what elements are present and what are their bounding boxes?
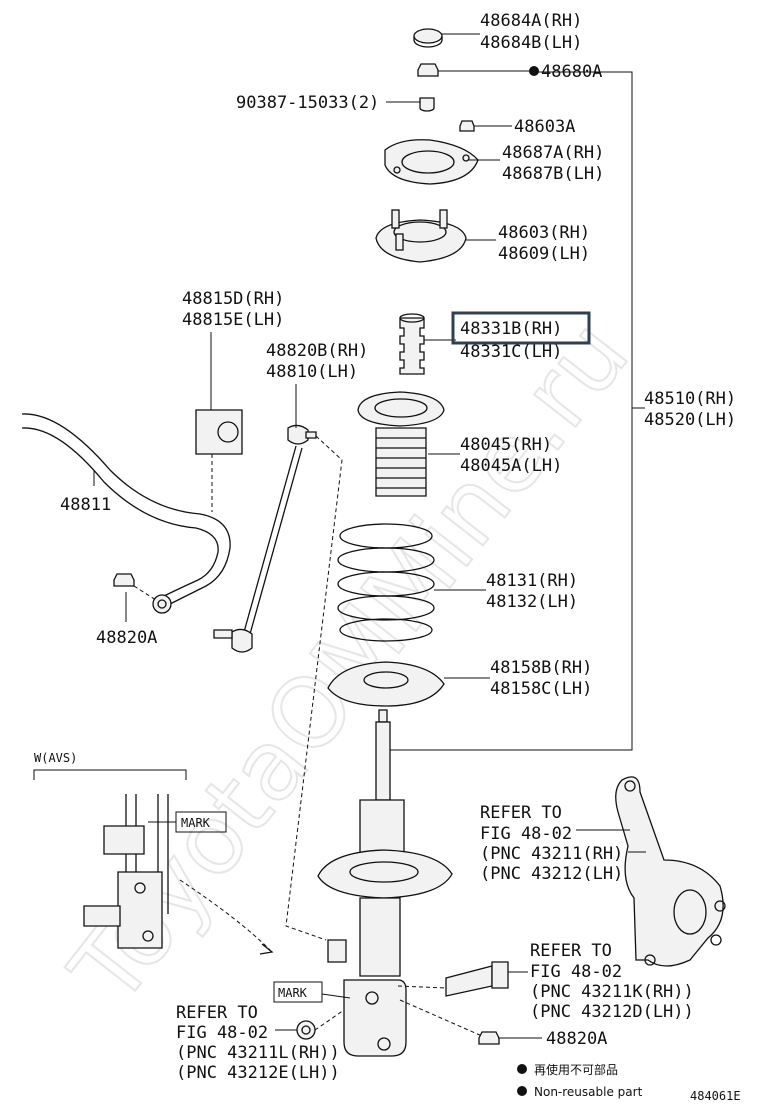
mark-box-strut	[273, 981, 323, 1003]
stabilizer-bushing-part[interactable]	[195, 409, 243, 455]
refer-lower-3: (PNC 43211L(RH))	[176, 1043, 340, 1063]
stabilizer-bar-part[interactable]	[21, 413, 231, 614]
dash-lower-nut	[314, 1009, 345, 1031]
legend-dot-1	[517, 1064, 527, 1074]
label-48810: 48810(LH)	[266, 362, 358, 382]
avs-inset	[33, 769, 274, 955]
spring-bumper-boot-part[interactable]	[357, 391, 445, 497]
refer-knuckle-1: REFER TO	[480, 803, 562, 823]
dash-nut-right	[399, 999, 483, 1037]
nut-48820a-right-part[interactable]	[478, 1031, 500, 1045]
refer-bolt-1: REFER TO	[530, 941, 612, 961]
label-48603: 48603(RH)	[498, 223, 590, 243]
label-48609: 48609(LH)	[498, 244, 590, 264]
label-48684a: 48684A(RH)	[480, 11, 582, 31]
bushing-90387-part[interactable]	[419, 97, 435, 112]
refer-knuckle-3: (PNC 43211(RH)	[480, 844, 623, 864]
figure-id: 484061E	[690, 1089, 741, 1103]
label-48331c: 48331C(LH)	[460, 342, 562, 362]
label-48815d: 48815D(RH)	[182, 289, 284, 309]
label-48815e: 48815E(LH)	[182, 310, 284, 330]
label-48045a: 48045A(LH)	[460, 456, 562, 476]
legend-dot-2	[517, 1086, 527, 1096]
label-w-avs: W(AVS)	[34, 751, 77, 765]
label-mark-strut: MARK	[278, 986, 308, 1000]
dash-bolt-to-strut	[397, 985, 447, 989]
stabilizer-link-part[interactable]	[213, 424, 317, 653]
upper-plate-part[interactable]	[384, 139, 479, 185]
label-90387: 90387-15033(2)	[236, 93, 379, 113]
dash-nut-left	[133, 585, 157, 601]
nut-48680a-part[interactable]	[417, 63, 439, 77]
refer-knuckle-4: (PNC 43212(LH)	[480, 864, 623, 884]
refer-bolt-4: (PNC 43212D(LH))	[530, 1002, 694, 1022]
label-48820a-right: 48820A	[546, 1029, 607, 1049]
leader-mark-strut	[321, 993, 351, 999]
lower-spring-insulator-part[interactable]	[327, 661, 445, 707]
non-reusable-dot-48680a	[529, 66, 539, 76]
nut-48820a-left-part[interactable]	[113, 573, 135, 587]
legend-text-jp: 再使用不可部品	[534, 1062, 618, 1077]
coil-spring-part[interactable]	[337, 523, 435, 642]
refer-lower-4: (PNC 43212E(LH))	[176, 1063, 340, 1083]
bump-stopper-part[interactable]	[399, 313, 425, 375]
shock-absorber-part[interactable]	[317, 709, 453, 1057]
label-mark-inset: MARK	[181, 816, 211, 830]
nut-48603a-part[interactable]	[459, 120, 475, 132]
strut-mount-part[interactable]	[375, 209, 467, 263]
lower-nut-part[interactable]	[296, 1020, 316, 1040]
camber-bolt-part[interactable]	[445, 961, 509, 997]
label-48687b: 48687B(LH)	[502, 164, 604, 184]
label-48820a-left: 48820A	[96, 628, 157, 648]
refer-bolt-3: (PNC 43211K(RH))	[530, 982, 694, 1002]
label-48680a: 48680A	[541, 62, 602, 82]
label-48331b: 48331B(RH)	[460, 319, 562, 339]
dust-cap-part[interactable]	[413, 28, 443, 48]
refer-bolt-2: FIG 48-02	[530, 962, 622, 982]
label-48811: 48811	[60, 495, 111, 515]
refer-lower-2: FIG 48-02	[176, 1023, 268, 1043]
legend-text-en: Non-reusable part	[534, 1085, 643, 1099]
label-48820b: 48820B(RH)	[266, 341, 368, 361]
label-48687a: 48687A(RH)	[502, 143, 604, 163]
refer-knuckle-2: FIG 48-02	[480, 824, 572, 844]
dash-link-to-strut	[285, 435, 343, 941]
label-48603a: 48603A	[514, 117, 575, 137]
label-48510: 48510(RH)	[644, 389, 736, 409]
label-48520: 48520(LH)	[644, 410, 736, 430]
label-48132: 48132(LH)	[486, 592, 578, 612]
steering-knuckle-part[interactable]	[615, 776, 726, 967]
label-48131: 48131(RH)	[486, 571, 578, 591]
label-48684b: 48684B(LH)	[480, 33, 582, 53]
label-48158c: 48158C(LH)	[490, 679, 592, 699]
label-48045: 48045(RH)	[460, 435, 552, 455]
refer-lower-1: REFER TO	[176, 1003, 258, 1023]
label-48158b: 48158B(RH)	[490, 658, 592, 678]
highlight-box-48331b	[451, 311, 591, 345]
assembly-bracket-line	[390, 71, 633, 751]
